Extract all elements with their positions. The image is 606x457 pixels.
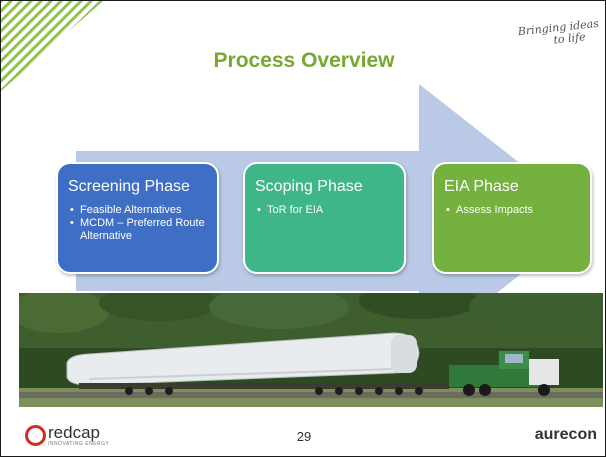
phase-bullet: ToR for EIA xyxy=(255,204,394,217)
phase-title: Screening Phase xyxy=(68,178,190,195)
wind-turbine-blade-truck-photo xyxy=(19,293,603,407)
redcap-logo-tagline: INNOVATING ENERGY xyxy=(48,441,110,447)
phase-box-screening: Screening Phase Feasible Alternatives MC… xyxy=(56,162,219,274)
phase-title: Scoping Phase xyxy=(255,178,363,195)
corner-stripes-decoration xyxy=(1,1,103,91)
phase-bullet: Assess Impacts xyxy=(444,204,580,217)
phase-bullet-list: Assess Impacts xyxy=(444,204,580,217)
redcap-ring-icon xyxy=(25,425,46,446)
phase-box-scoping: Scoping Phase ToR for EIA xyxy=(243,162,406,274)
phase-bullet: Feasible Alternatives xyxy=(68,204,207,217)
phase-title: EIA Phase xyxy=(444,178,519,195)
phase-bullet-list: ToR for EIA xyxy=(255,204,394,217)
aurecon-logo: aurecon xyxy=(534,426,597,443)
phase-box-eia: EIA Phase Assess Impacts xyxy=(432,162,592,274)
phase-bullet-list: Feasible Alternatives MCDM – Preferred R… xyxy=(68,204,207,243)
page-number: 29 xyxy=(296,429,312,444)
slide-title: Process Overview xyxy=(213,49,395,72)
redcap-logo-name: redcap xyxy=(48,423,100,442)
phase-bullet: MCDM – Preferred Route Alternative xyxy=(68,217,207,243)
